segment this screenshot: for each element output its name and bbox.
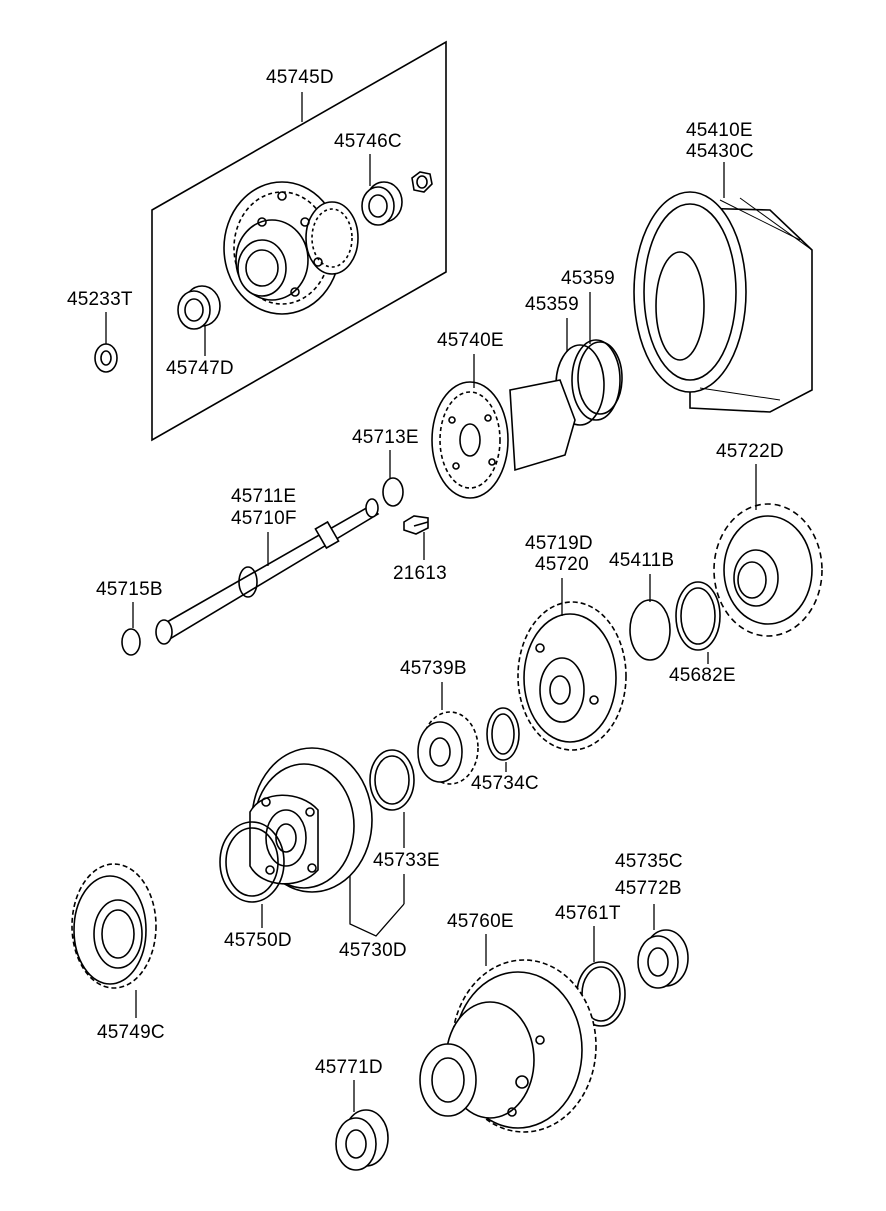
label-45760E: 45760E (447, 911, 514, 932)
label-21613: 21613 (393, 563, 447, 584)
label-45359-upper: 45359 (561, 268, 615, 289)
part-21613-bolt (403, 515, 429, 535)
label-45750D: 45750D (224, 930, 292, 951)
assembly-frame-45745D (151, 40, 447, 442)
part-45747D-bearing (177, 285, 221, 330)
part-45771D-bearing (335, 1109, 389, 1171)
label-45746C: 45746C (334, 131, 402, 152)
part-45739B-pinion (417, 711, 479, 785)
label-45730D: 45730D (339, 940, 407, 961)
label-45719D: 45719D (525, 533, 593, 554)
part-45715B-ring (121, 628, 141, 656)
part-45750D-washer (219, 821, 285, 903)
part-45410E-large-gear (633, 191, 813, 413)
label-45733E: 45733E (373, 850, 440, 871)
part-nut (411, 171, 433, 193)
part-45713E-ring (382, 477, 404, 507)
label-45233T: 45233T (67, 289, 133, 310)
part-45749C-gear (71, 863, 157, 989)
part-45730D-case (249, 747, 373, 893)
part-45411B-washer (629, 599, 671, 661)
label-45410E: 45410E (686, 120, 753, 141)
label-45682E: 45682E (669, 665, 736, 686)
label-45771D: 45771D (315, 1057, 383, 1078)
part-45772B-bearing (637, 929, 689, 989)
part-45733E-washer (369, 749, 415, 811)
label-45720: 45720 (535, 554, 589, 575)
label-45430C: 45430C (686, 141, 754, 162)
label-45735C: 45735C (615, 851, 683, 872)
part-45233T-washer (94, 343, 118, 373)
label-45749C: 45749C (97, 1022, 165, 1043)
part-45745D-gear-assembly (223, 181, 359, 315)
label-45740E: 45740E (437, 330, 504, 351)
label-45734C: 45734C (471, 773, 539, 794)
label-45761T: 45761T (555, 903, 621, 924)
label-45411B: 45411B (609, 550, 675, 571)
part-45746C-bearing (361, 181, 403, 226)
part-45722D-sprocket (713, 503, 823, 637)
leader-lines (105, 92, 757, 1112)
label-45747D: 45747D (166, 358, 234, 379)
part-45710F-shaft (155, 498, 380, 645)
part-45760E-final-gear (419, 959, 597, 1133)
label-45715B: 45715B (96, 579, 163, 600)
label-45739B: 45739B (400, 658, 467, 679)
label-45359-lower: 45359 (525, 294, 579, 315)
label-45772B: 45772B (615, 878, 682, 899)
part-45720-ring-gear (517, 601, 627, 751)
label-45713E: 45713E (352, 427, 419, 448)
part-45682E-washer (675, 581, 721, 651)
label-45745D: 45745D (266, 67, 334, 88)
part-45740E-drive-gear (431, 379, 576, 499)
label-45711E: 45711E (231, 486, 297, 507)
label-45710F: 45710F (231, 508, 297, 529)
part-45734C-washer (486, 707, 520, 761)
label-45722D: 45722D (716, 441, 784, 462)
